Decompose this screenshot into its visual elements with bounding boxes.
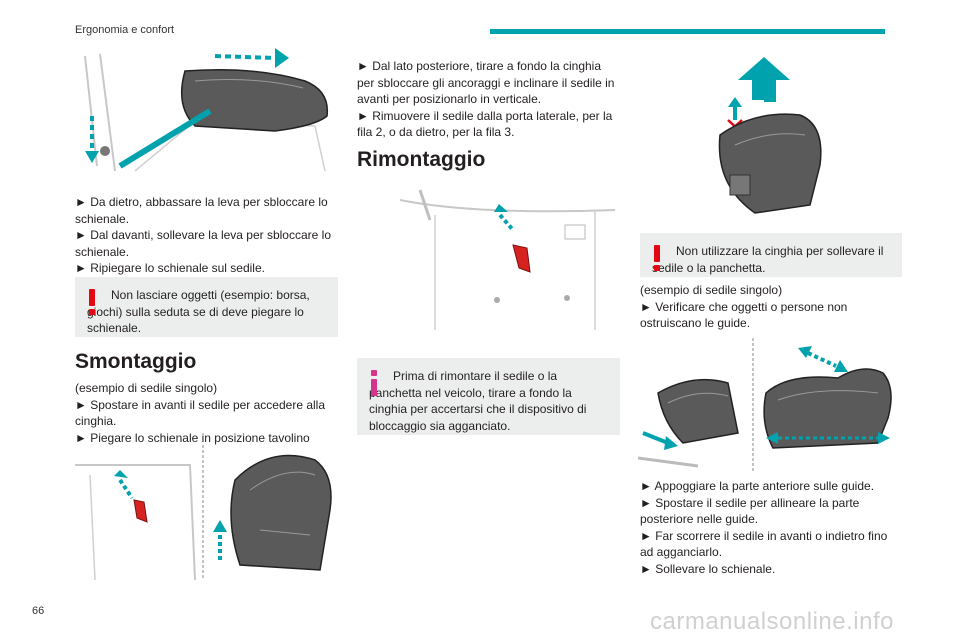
- example-note: (esempio di sedile singolo): [640, 283, 783, 297]
- info-text: Prima di rimontare il sedile o la panche…: [369, 369, 587, 433]
- col1-steps: ► Da dietro, abbassare la leva per sbloc…: [75, 194, 340, 277]
- step-text: ► Dal davanti, sollevare la leva per sbl…: [75, 228, 332, 259]
- step-text: ► Verificare che oggetti o persone non o…: [640, 299, 848, 331]
- warning-box: Non lasciare oggetti (esempio: borsa, gi…: [75, 277, 338, 337]
- step-text: ► Rimuovere il sedile dalla porta latera…: [357, 108, 613, 140]
- step-text: ► Da dietro, abbassare la leva per sbloc…: [75, 195, 328, 226]
- heading-smontaggio: Smontaggio: [75, 350, 197, 373]
- page-number: 66: [32, 605, 45, 617]
- warning-text: Non lasciare oggetti (esempio: borsa, gi…: [87, 288, 310, 335]
- figure-strap-and-folded-seat: [70, 440, 345, 582]
- header-accent-bar: [490, 29, 885, 34]
- figure-strap-check: [395, 180, 620, 335]
- step-text: ► Ripiegare lo schienale sul sedile.: [75, 261, 265, 275]
- info-box: Prima di rimontare il sedile o la panche…: [357, 358, 620, 435]
- figure-seat-on-guides: [638, 338, 900, 473]
- col3-steps: ► Appoggiare la parte anteriore sulle gu…: [640, 478, 902, 577]
- col1-section: Smontaggio (esempio di sedile singolo) ►…: [75, 350, 340, 446]
- section-title: Ergonomia e confort: [75, 24, 175, 36]
- heading-rimontaggio: Rimontaggio: [357, 148, 486, 171]
- step-text: ► Dal lato posteriore, tirare a fondo la…: [357, 59, 615, 106]
- step-text: ► Spostare il sedile per allineare la pa…: [640, 495, 860, 527]
- step-text: ► Appoggiare la parte anteriore sulle gu…: [640, 479, 875, 493]
- info-icon: [371, 370, 377, 396]
- figure-seat-lift-warning: [700, 55, 830, 220]
- warning-exclamation-icon: [89, 289, 95, 315]
- figure-seat-backrest-lever: [75, 46, 335, 176]
- warning-text: Non utilizzare la cinghia per sollevare …: [652, 244, 884, 275]
- col2-steps: ► Dal lato posteriore, tirare a fondo la…: [357, 58, 620, 141]
- step-text: ► Far scorrere il sedile in avanti o ind…: [640, 528, 888, 560]
- warning-box: Non utilizzare la cinghia per sollevare …: [640, 233, 902, 277]
- col3-check: (esempio di sedile singolo) ► Verificare…: [640, 282, 902, 332]
- step-text: ► Piegare lo schienale in posizione tavo…: [75, 430, 310, 445]
- step-text: ► Sollevare lo schienale.: [640, 561, 776, 576]
- watermark: carmanualsonline.info: [650, 608, 894, 635]
- step-text: ► Spostare in avanti il sedile per acced…: [75, 397, 326, 429]
- col2-section: Rimontaggio: [357, 148, 620, 172]
- warning-exclamation-icon: [654, 245, 660, 271]
- example-note: (esempio di sedile singolo): [75, 381, 218, 395]
